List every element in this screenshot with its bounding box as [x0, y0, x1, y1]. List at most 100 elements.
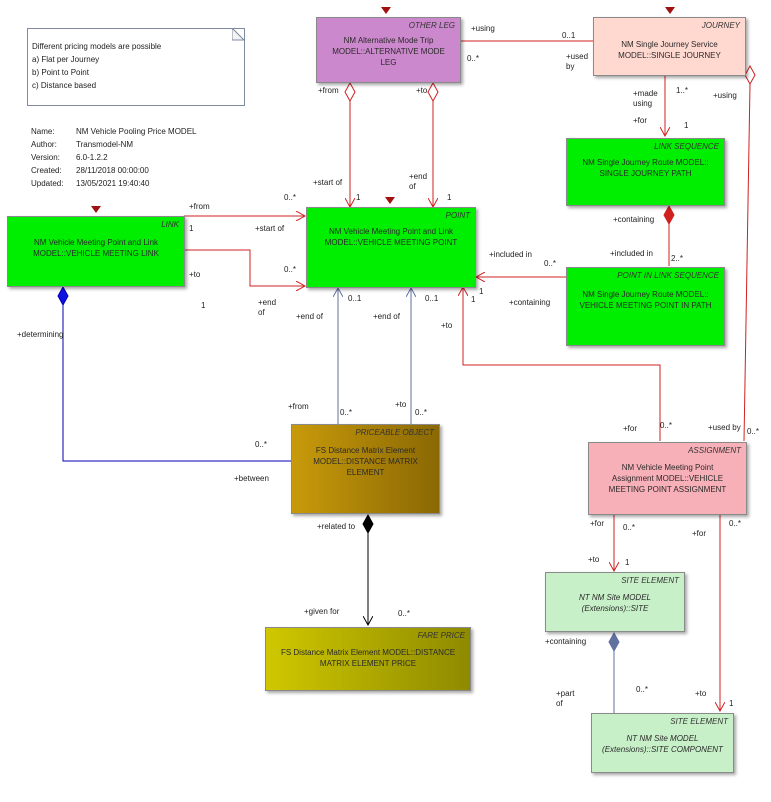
role-label: +to	[395, 400, 407, 409]
diamond-otherleg-a	[344, 81, 356, 103]
role-label: +to	[588, 555, 600, 564]
diamond-linkseq	[663, 204, 675, 226]
multiplicity-label: 0..1	[425, 294, 439, 303]
role-label: +to	[695, 689, 707, 698]
marker-triangle-icon	[381, 7, 391, 14]
class-site-component[interactable]: SITE ELEMENT NT NM Site MODEL (Extension…	[591, 713, 734, 773]
diamond-site	[608, 631, 620, 653]
class-point-in-link-sequence[interactable]: POINT IN LINK SEQUENCE NM Single Journey…	[566, 267, 725, 346]
role-label: +used by	[708, 423, 741, 432]
class-journey[interactable]: JOURNEY NM Single Journey Service MODEL:…	[593, 17, 746, 76]
multiplicity-label: 1	[471, 295, 476, 304]
multiplicity-label: 0..*	[415, 408, 428, 417]
meta-key: Updated:	[31, 179, 64, 188]
multiplicity-label: 1	[189, 224, 194, 233]
stereotype-label: JOURNEY	[701, 21, 740, 30]
multiplicity-label: 1	[201, 301, 206, 310]
role-label: +end of	[296, 312, 323, 321]
role-label: +using	[471, 24, 495, 33]
role-label: +to	[189, 270, 201, 279]
note-line: c) Distance based	[32, 81, 97, 90]
role-label: +from	[318, 86, 339, 95]
note-corner-icon	[232, 28, 245, 41]
role-label: +for	[692, 529, 707, 538]
note-line: b) Point to Point	[32, 68, 89, 77]
multiplicity-label: 0..*	[284, 265, 297, 274]
role-label: +end of	[409, 172, 428, 191]
multiplicity-label: 0..*	[747, 427, 760, 436]
role-label: +for	[623, 424, 638, 433]
meta-value: 28/11/2018 00:00:00	[76, 166, 149, 175]
note-line: a) Flat per Journey	[32, 55, 100, 64]
meta-row: Name:NM Vehicle Pooling Price MODEL	[31, 125, 197, 138]
class-priceable-object[interactable]: PRICEABLE OBJECT FS Distance Matrix Elem…	[291, 424, 440, 514]
meta-value: NM Vehicle Pooling Price MODEL	[76, 127, 197, 136]
role-label: +to	[441, 321, 453, 330]
role-label: +used by	[566, 52, 589, 71]
multiplicity-label: 2..*	[671, 254, 684, 263]
edge-link-point-to	[184, 249, 305, 286]
role-label: +related to	[317, 522, 356, 531]
multiplicity-label: 0..*	[340, 408, 353, 417]
role-label: +containing	[509, 298, 551, 307]
diamond-journey	[744, 64, 756, 86]
multiplicity-label: 1	[684, 121, 689, 130]
meta-key: Version:	[31, 153, 60, 162]
edge-link-dme	[62, 305, 291, 462]
role-label: +from	[288, 402, 309, 411]
multiplicity-label: 0..*	[398, 609, 411, 618]
class-other-leg[interactable]: OTHER LEG NM Alternative Mode Trip MODEL…	[316, 17, 461, 83]
class-link-sequence[interactable]: LINK SEQUENCE NM Single Journey Route MO…	[566, 138, 725, 206]
class-title: NM Single Journey Route MODEL:: VEHICLE …	[579, 290, 712, 310]
multiplicity-label: 0..*	[729, 519, 742, 528]
class-title: NM Vehicle Meeting Point Assignment MODE…	[608, 463, 727, 494]
class-title: NM Alternative Mode Trip MODEL::ALTERNAT…	[332, 36, 445, 67]
role-label: +determining	[17, 330, 64, 339]
class-title: NM Single Journey Route MODEL:: SINGLE J…	[582, 158, 709, 178]
class-title: FS Distance Matrix Element MODEL::DISTAN…	[313, 446, 418, 477]
diamond-dme	[362, 513, 374, 535]
stereotype-label: PRICEABLE OBJECT	[355, 428, 434, 437]
stereotype-label: LINK	[161, 220, 179, 229]
role-label: +included in	[489, 250, 532, 259]
multiplicity-label: 1..*	[676, 86, 689, 95]
stereotype-label: POINT	[445, 211, 470, 220]
role-label: +made using	[633, 89, 658, 108]
role-label: +for	[633, 116, 648, 125]
role-label: +to	[416, 86, 428, 95]
stereotype-label: FARE PRICE	[417, 631, 465, 640]
multiplicity-label: 1	[356, 193, 361, 202]
class-title: NM Single Journey Service MODEL::SINGLE …	[618, 40, 721, 60]
role-label: +containing	[545, 637, 587, 646]
role-label: +end of	[373, 312, 400, 321]
class-fare-price[interactable]: FARE PRICE FS Distance Matrix Element MO…	[265, 627, 471, 691]
role-label: +start of	[313, 178, 343, 187]
class-assignment[interactable]: ASSIGNMENT NM Vehicle Meeting Point Assi…	[588, 442, 747, 515]
class-title: FS Distance Matrix Element MODEL::DISTAN…	[280, 648, 456, 668]
diamond-link	[57, 285, 69, 307]
meta-value: 13/05/2021 19:40:40	[76, 179, 150, 188]
note-pricing-models: Different pricing models are possible a)…	[27, 28, 245, 106]
stereotype-label: SITE ELEMENT	[670, 717, 728, 726]
role-label: +containing	[613, 215, 655, 224]
multiplicity-label: 1	[447, 193, 452, 202]
class-point[interactable]: POINT NM Vehicle Meeting Point and Link …	[306, 207, 476, 288]
meta-row: Created:28/11/2018 00:00:00	[31, 164, 197, 177]
class-title: NT NM Site MODEL (Extensions)::SITE COMP…	[602, 734, 723, 754]
meta-value: 6.0-1.2.2	[76, 153, 108, 162]
class-site[interactable]: SITE ELEMENT NT NM Site MODEL (Extension…	[545, 572, 685, 632]
stereotype-label: SITE ELEMENT	[621, 576, 679, 585]
stereotype-label: ASSIGNMENT	[688, 446, 741, 455]
marker-triangle-icon	[385, 197, 395, 204]
role-label: +given for	[304, 607, 340, 616]
role-label: +end of	[258, 298, 277, 317]
stereotype-label: POINT IN LINK SEQUENCE	[617, 271, 719, 280]
class-link[interactable]: LINK NM Vehicle Meeting Point and Link M…	[7, 216, 185, 287]
multiplicity-label: 0..*	[636, 685, 649, 694]
meta-key: Author:	[31, 140, 57, 149]
stereotype-label: OTHER LEG	[408, 21, 455, 30]
role-label: +from	[189, 202, 210, 211]
multiplicity-label: 1	[479, 287, 484, 296]
marker-triangle-icon	[91, 206, 101, 213]
